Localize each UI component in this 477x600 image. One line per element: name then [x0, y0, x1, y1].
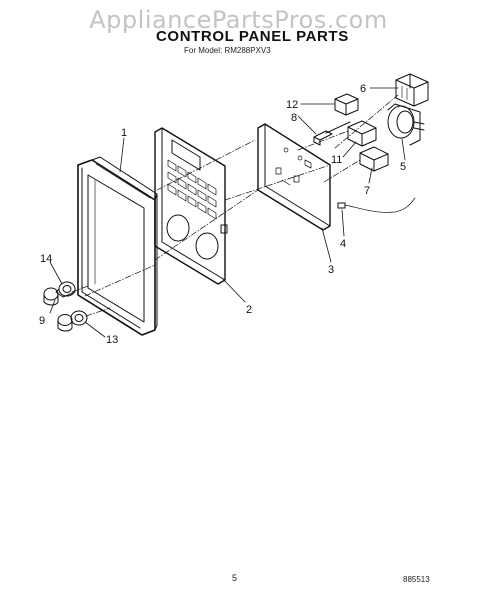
- watermark: AppliancePartsPros.com: [89, 6, 388, 34]
- page-title: CONTROL PANEL PARTS: [156, 28, 349, 45]
- callout-9: 9: [39, 315, 45, 327]
- part-9-knob: [43, 287, 59, 306]
- callout-14: 14: [40, 253, 52, 265]
- callout-11: 11: [331, 154, 342, 166]
- document-code: 885513: [403, 575, 430, 584]
- page-number: 5: [232, 573, 238, 583]
- part-11-transformer: [347, 120, 377, 147]
- callout-1: 1: [121, 127, 127, 139]
- callout-4: 4: [340, 238, 346, 250]
- part-12-capacitor: [334, 93, 359, 116]
- part-4-wire-connector: [337, 197, 416, 213]
- part-8-connector: [313, 121, 351, 146]
- assembly-lines: [71, 94, 399, 317]
- callout-2: 2: [246, 304, 252, 316]
- callout-8: 8: [291, 112, 297, 124]
- callout-7: 7: [364, 185, 370, 197]
- callout-5: 5: [400, 161, 406, 173]
- leader-lines: [49, 87, 406, 338]
- callout-13: 13: [106, 334, 118, 346]
- part-14-knob: [55, 281, 76, 298]
- callout-12: 12: [286, 99, 298, 111]
- part-5-timer-motor: [387, 103, 425, 146]
- part-6-switch-block: [395, 73, 429, 107]
- part-1-trim-frame: [77, 156, 158, 336]
- part-7-relay: [359, 146, 389, 172]
- model-subtitle: For Model: RM288PXV3: [184, 46, 271, 55]
- callout-3: 3: [328, 264, 334, 276]
- part-2-control-panel: [154, 127, 228, 285]
- part-13-knob: [57, 310, 88, 332]
- callout-6: 6: [360, 83, 366, 95]
